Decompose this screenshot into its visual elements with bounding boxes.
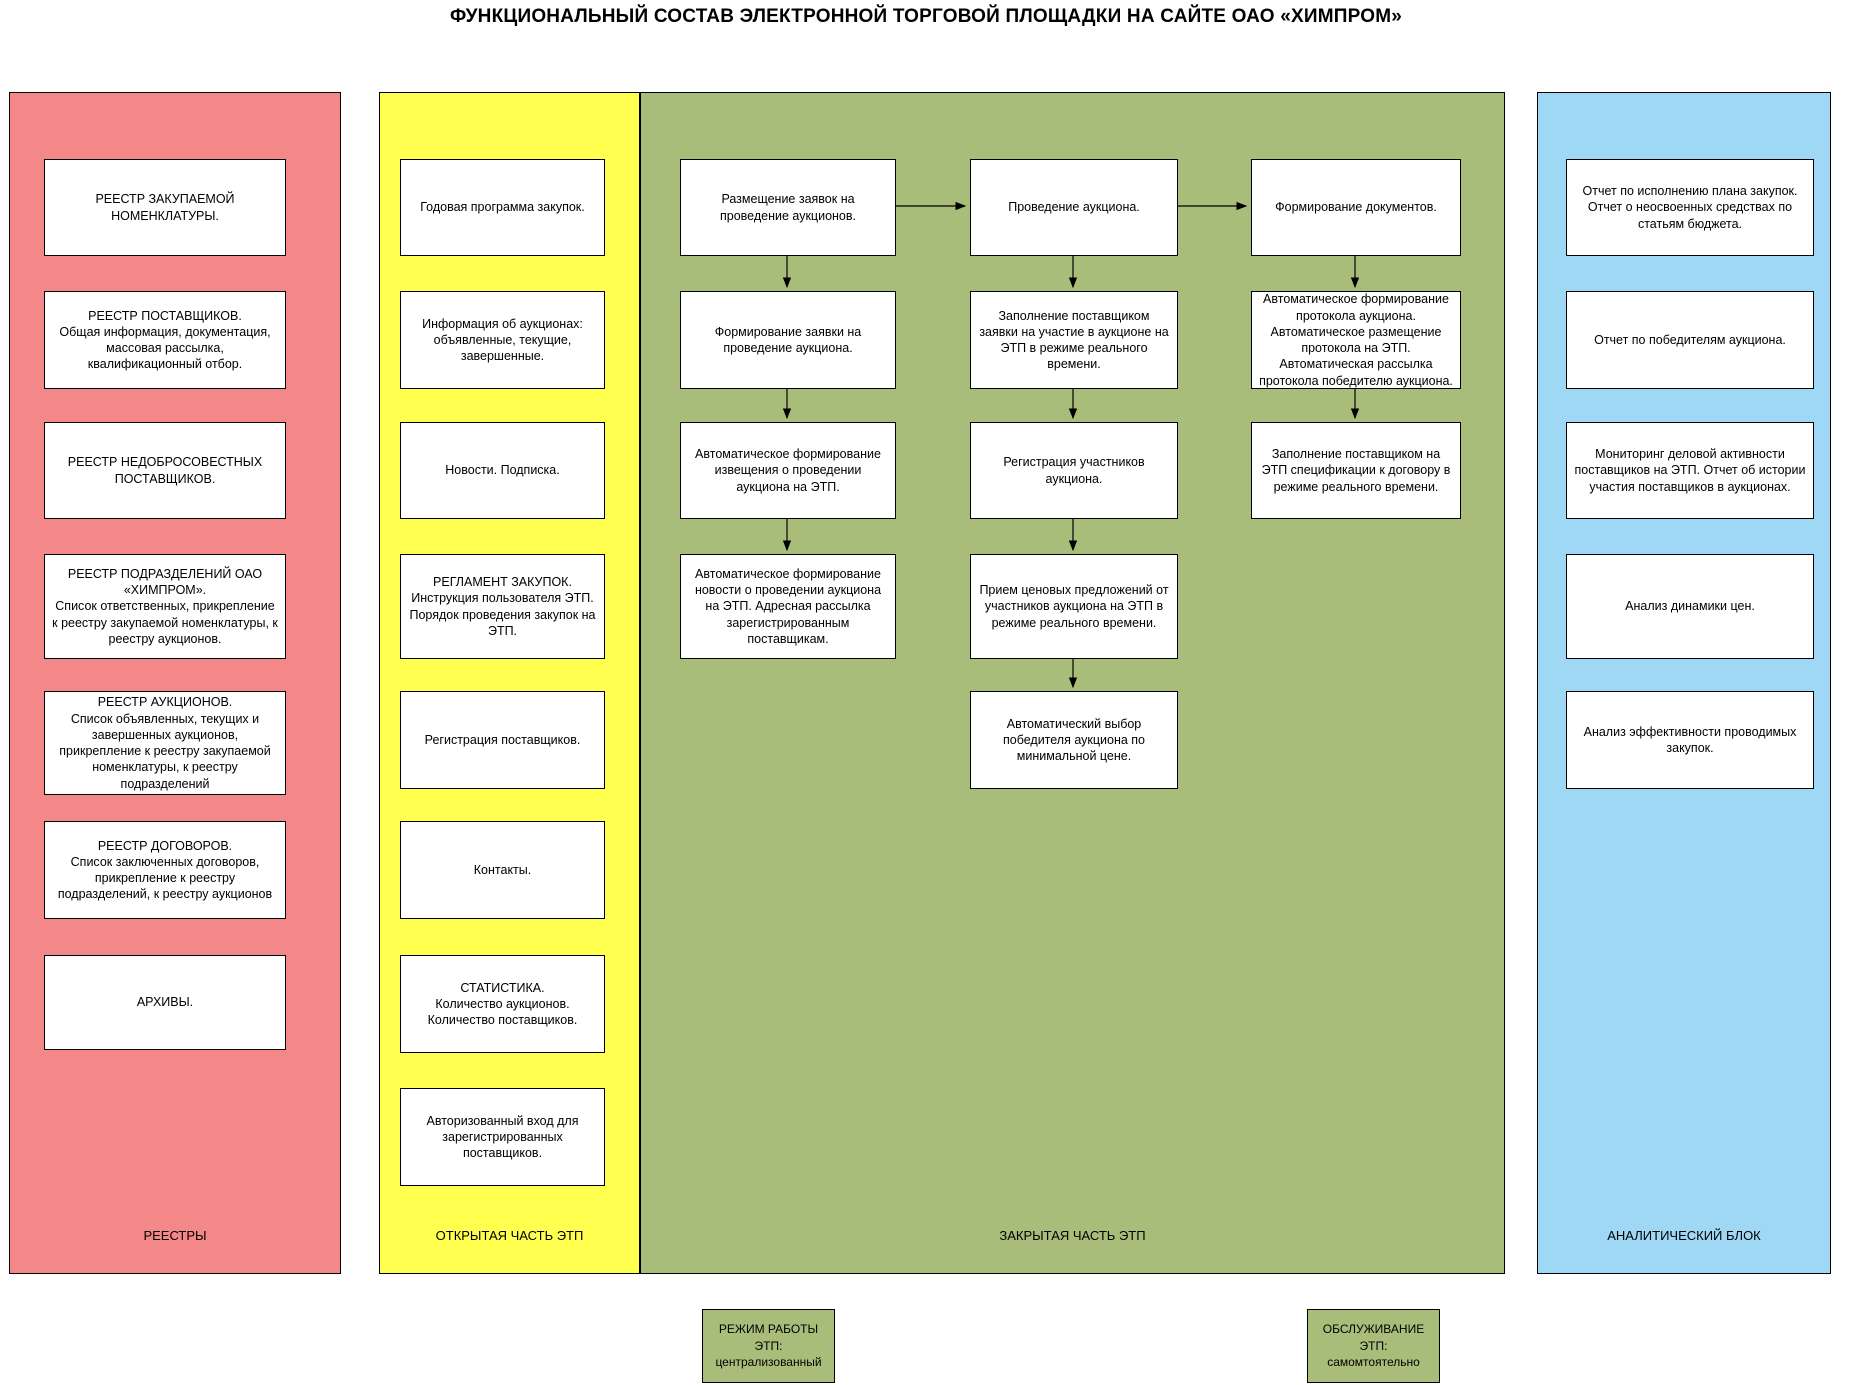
registries-panel-label: РЕЕСТРЫ [143, 1228, 207, 1243]
flow-box: Регистрация участников аукциона. [970, 422, 1178, 519]
flow-box: Прием ценовых предложений от участников … [970, 554, 1178, 659]
flow-box: Формирование документов. [1251, 159, 1461, 256]
analytics-box: Анализ эффективности проводимых закупок. [1566, 691, 1814, 789]
analytics-box: Мониторинг деловой активности поставщико… [1566, 422, 1814, 519]
analytics-panel: Отчет по исполнению плана закупок. Отчет… [1537, 92, 1831, 1274]
flow-box: Размещение заявок на проведение аукционо… [680, 159, 896, 256]
analytics-panel-label: АНАЛИТИЧЕСКИЙ БЛОК [1607, 1228, 1761, 1243]
closed-part-panel-label: ЗАКРЫТАЯ ЧАСТЬ ЭТП [999, 1228, 1146, 1243]
flow-box: Автоматический выбор победителя аукциона… [970, 691, 1178, 789]
flow-box: Заполнение поставщиком заявки на участие… [970, 291, 1178, 389]
registry-box: АРХИВЫ. [44, 955, 286, 1050]
registry-box: РЕЕСТР ПОСТАВЩИКОВ. Общая информация, до… [44, 291, 286, 389]
flow-box: Заполнение поставщиком на ЭТП спецификац… [1251, 422, 1461, 519]
open-part-box: Авторизованный вход для зарегистрированн… [400, 1088, 605, 1186]
analytics-box: Отчет по исполнению плана закупок. Отчет… [1566, 159, 1814, 256]
open-part-box: Годовая программа закупок. [400, 159, 605, 256]
etp-service-box: ОБСЛУЖИВАНИЕ ЭТП: самомтоятельно [1307, 1309, 1440, 1383]
closed-part-panel: Размещение заявок на проведение аукционо… [640, 92, 1505, 1274]
open-part-panel-label: ОТКРЫТАЯ ЧАСТЬ ЭТП [435, 1228, 584, 1243]
analytics-box: Анализ динамики цен. [1566, 554, 1814, 659]
registry-box: РЕЕСТР НЕДОБРОСОВЕСТНЫХ ПОСТАВЩИКОВ. [44, 422, 286, 519]
registry-box: РЕЕСТР АУКЦИОНОВ. Список объявленных, те… [44, 691, 286, 795]
open-part-box: СТАТИСТИКА. Количество аукционов. Количе… [400, 955, 605, 1053]
open-part-box: Информация об аукционах: объявленные, те… [400, 291, 605, 389]
open-part-box: РЕГЛАМЕНТ ЗАКУПОК. Инструкция пользовате… [400, 554, 605, 659]
flow-box: Проведение аукциона. [970, 159, 1178, 256]
analytics-box: Отчет по победителям аукциона. [1566, 291, 1814, 389]
open-part-box: Новости. Подписка. [400, 422, 605, 519]
flow-box: Автоматическое формирование извещения о … [680, 422, 896, 519]
open-part-box: Регистрация поставщиков. [400, 691, 605, 789]
flow-box: Автоматическое формирование новости о пр… [680, 554, 896, 659]
flow-box: Формирование заявки на проведение аукцио… [680, 291, 896, 389]
registries-panel: РЕЕСТР ЗАКУПАЕМОЙ НОМЕНКЛАТУРЫ. РЕЕСТР П… [9, 92, 341, 1274]
registry-box: РЕЕСТР ДОГОВОРОВ. Список заключенных дог… [44, 821, 286, 919]
diagram-title: ФУНКЦИОНАЛЬНЫЙ СОСТАВ ЭЛЕКТРОННОЙ ТОРГОВ… [449, 6, 1403, 27]
registry-box: РЕЕСТР ЗАКУПАЕМОЙ НОМЕНКЛАТУРЫ. [44, 159, 286, 256]
open-part-box: Контакты. [400, 821, 605, 919]
open-part-panel: Годовая программа закупок. Информация об… [379, 92, 640, 1274]
registry-box: РЕЕСТР ПОДРАЗДЕЛЕНИЙ ОАО «ХИМПРОМ». Спис… [44, 554, 286, 659]
flow-box: Автоматическое формирование протокола ау… [1251, 291, 1461, 389]
etp-mode-box: РЕЖИМ РАБОТЫ ЭТП: централизованный [702, 1309, 835, 1383]
